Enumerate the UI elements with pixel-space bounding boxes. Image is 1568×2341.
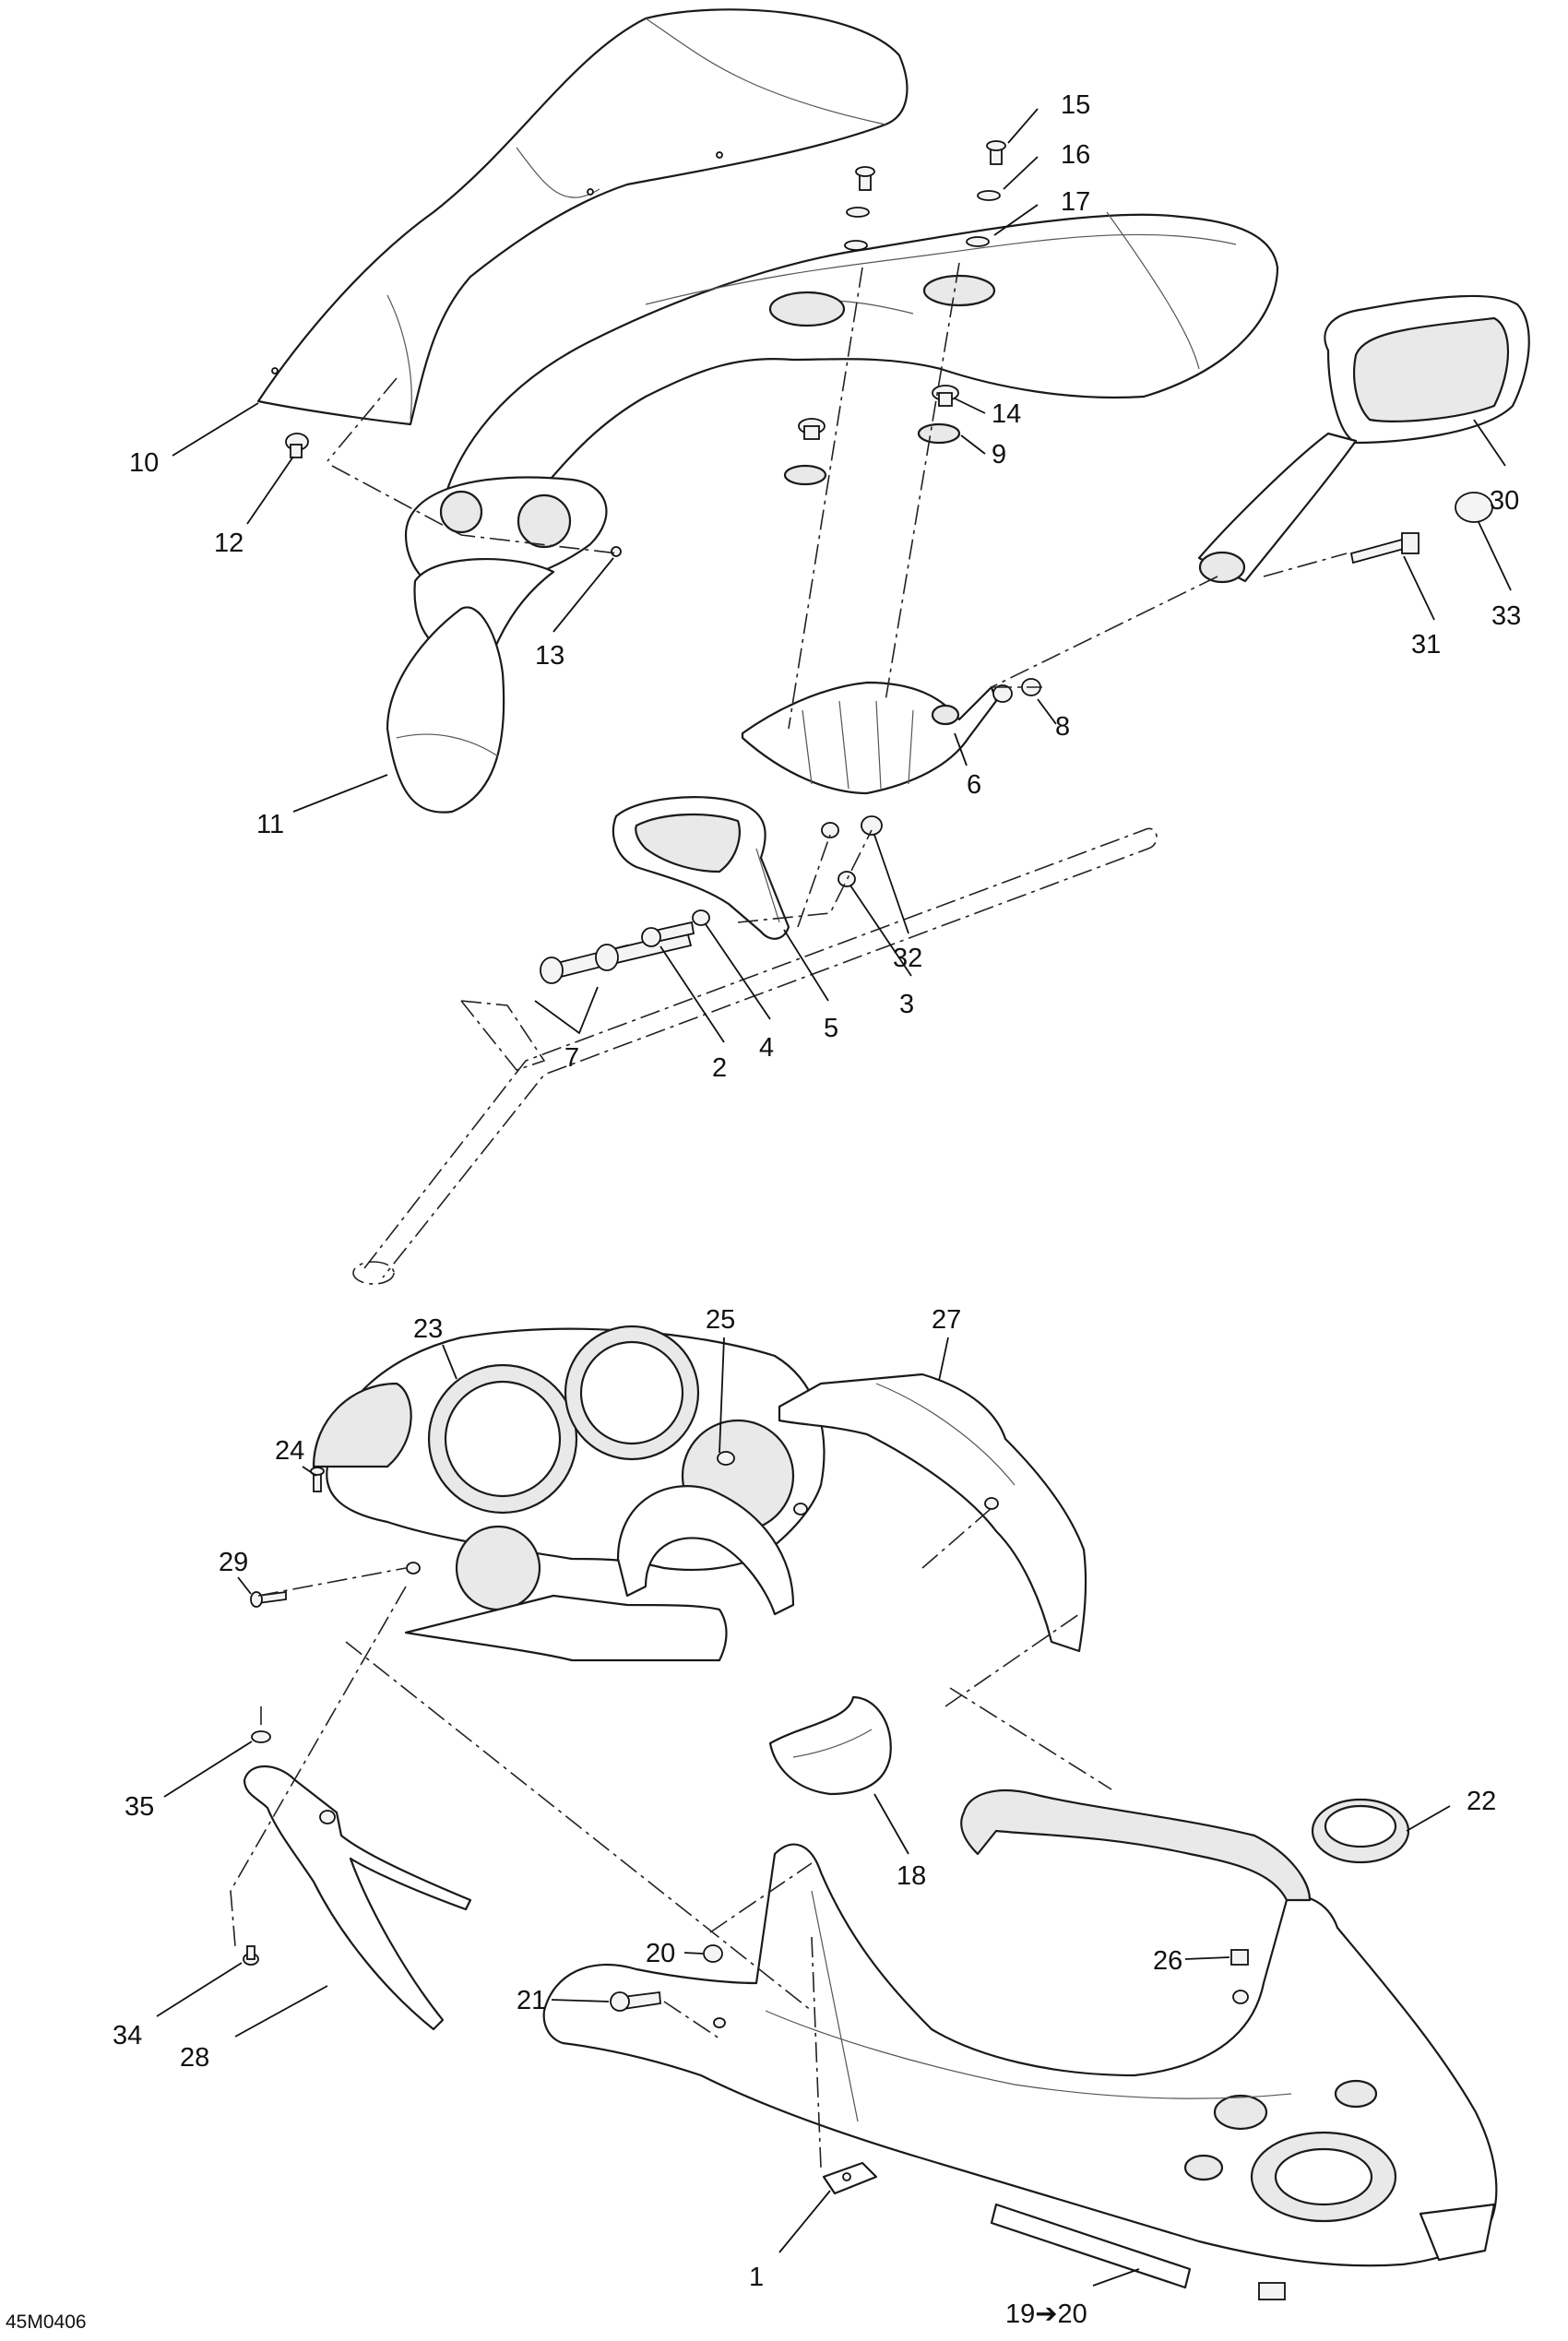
leader-lines bbox=[156, 108, 1512, 2287]
handlebar-phantom bbox=[352, 827, 1158, 1285]
part-21-screw bbox=[610, 1990, 661, 2012]
callout-17: 17 bbox=[1061, 187, 1090, 217]
callout-23: 23 bbox=[413, 1314, 443, 1344]
callout-1: 1 bbox=[749, 2263, 764, 2292]
callout-20: 20 bbox=[646, 1939, 675, 1968]
part-2-bolt bbox=[641, 921, 695, 947]
callout-3: 3 bbox=[899, 990, 914, 1019]
callout-32: 32 bbox=[893, 944, 922, 973]
part-12-plug bbox=[285, 433, 309, 458]
callout-35: 35 bbox=[125, 1792, 154, 1822]
callout-33: 33 bbox=[1491, 601, 1521, 631]
part-31-screw bbox=[1349, 532, 1420, 564]
callout-labels: 15 16 17 14 9 10 12 13 11 30 33 31 8 6 3… bbox=[6, 90, 1521, 2333]
part-4-washer bbox=[692, 909, 710, 926]
callout-11: 11 bbox=[256, 810, 284, 839]
callout-16: 16 bbox=[1061, 140, 1090, 170]
part-8-nuts bbox=[992, 678, 1041, 703]
part-1-clip bbox=[822, 2161, 878, 2195]
diagram-code: 45M0406 bbox=[6, 2311, 87, 2333]
part-15-16-17-fasteners bbox=[844, 140, 1006, 251]
part-26-clip bbox=[1230, 1949, 1249, 1966]
part-5-instrument-housing bbox=[612, 796, 790, 940]
callout-24: 24 bbox=[275, 1436, 304, 1466]
part-33-cap bbox=[1455, 492, 1493, 523]
part-30-mirror bbox=[1197, 294, 1530, 584]
callout-27: 27 bbox=[932, 1305, 961, 1335]
upper-assembly-lines bbox=[327, 262, 1348, 928]
callout-5: 5 bbox=[824, 1014, 838, 1043]
callout-4: 4 bbox=[759, 1033, 774, 1063]
part-14-9-grommets bbox=[783, 385, 961, 486]
part-32b-nut bbox=[821, 822, 839, 838]
part-23-bezel bbox=[312, 1325, 826, 1662]
part-27-side-panel bbox=[778, 1373, 1087, 1653]
part-20-nut bbox=[703, 1944, 723, 1963]
part-24-screw bbox=[310, 1467, 325, 1492]
part-18-lower-cover bbox=[768, 1695, 892, 1796]
part-34-fastener bbox=[243, 1945, 259, 1966]
part-13-screw bbox=[611, 546, 622, 557]
part-35-fastener bbox=[251, 1706, 271, 1743]
callout-28: 28 bbox=[180, 2043, 209, 2073]
part-7-rivets bbox=[540, 930, 693, 984]
callout-22: 22 bbox=[1467, 1787, 1496, 1816]
callout-14: 14 bbox=[992, 399, 1021, 429]
callout-2: 2 bbox=[712, 1053, 727, 1083]
callout-7: 7 bbox=[564, 1043, 579, 1073]
callout-10: 10 bbox=[129, 448, 159, 478]
callout-34: 34 bbox=[113, 2021, 142, 2050]
part-11-upper-body bbox=[386, 211, 1279, 814]
part-22-ring bbox=[1311, 1798, 1410, 1864]
part-25-gauge-ring bbox=[616, 1485, 795, 1616]
callout-21: 21 bbox=[517, 1986, 546, 2015]
part-10-windshield bbox=[256, 8, 909, 426]
callout-13: 13 bbox=[535, 641, 564, 671]
part-3-nut bbox=[837, 871, 856, 887]
callout-30: 30 bbox=[1490, 486, 1519, 516]
callout-19-20: 19➔20 bbox=[1005, 2299, 1087, 2329]
lower-assembly-lines bbox=[230, 1507, 1112, 2169]
callout-6: 6 bbox=[967, 770, 981, 800]
callout-12: 12 bbox=[214, 529, 244, 558]
part-32-nut bbox=[861, 815, 883, 836]
callout-25: 25 bbox=[706, 1305, 735, 1335]
part-28-side-trim bbox=[243, 1765, 472, 2031]
callout-15: 15 bbox=[1061, 90, 1090, 120]
callout-9: 9 bbox=[992, 440, 1006, 469]
part-6-bracket bbox=[741, 681, 998, 795]
callout-26: 26 bbox=[1153, 1946, 1182, 1976]
callout-8: 8 bbox=[1055, 712, 1070, 742]
callout-31: 31 bbox=[1411, 630, 1441, 660]
part-19-console-body bbox=[542, 1789, 1498, 2300]
callout-18: 18 bbox=[897, 1861, 926, 1891]
callout-29: 29 bbox=[219, 1548, 248, 1577]
